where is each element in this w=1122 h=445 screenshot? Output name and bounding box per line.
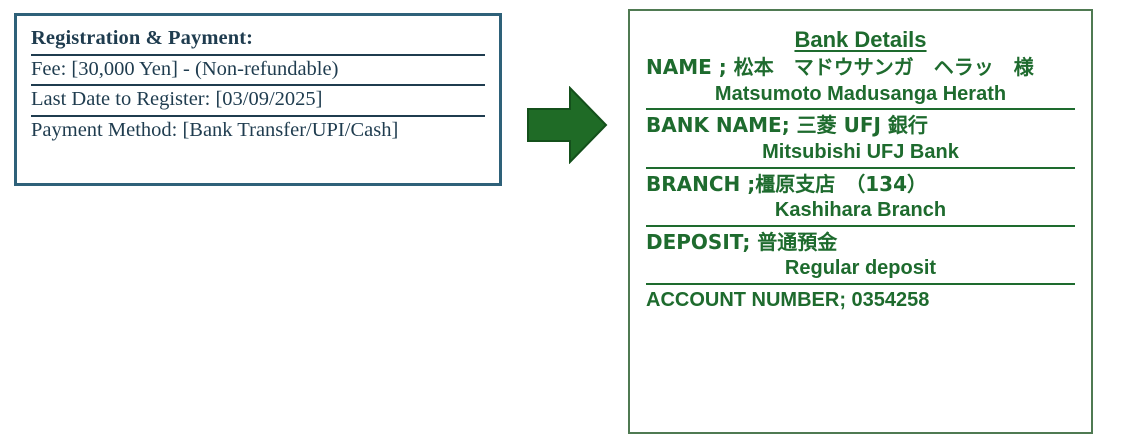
bank-row-branch-roman: Kashihara Branch [646,197,1075,227]
bank-details-panel: Bank Details NAME ; 松本 マドウサンガ ヘラッ 様 Mats… [628,9,1093,434]
bank-row-name-roman: Matsumoto Madusanga Herath [646,81,1075,111]
registration-row-fee: Fee: [30,000 Yen] - (Non-refundable) [31,56,485,86]
right-block-arrow-icon [526,86,608,164]
bank-row-bank-name-roman: Mitsubishi UFJ Bank [646,139,1075,169]
registration-row-payment-method-text: Payment Method: [Bank Transfer/UPI/Cash] [31,118,399,141]
bank-row-name-native: NAME ; 松本 マドウサンガ ヘラッ 様 [646,55,1034,80]
bank-row-deposit-native: DEPOSIT; 普通預金 [646,229,838,254]
registration-panel-heading: Registration & Payment: [31,25,485,56]
registration-row-last-date-text: Last Date to Register: [03/09/2025] [31,88,323,110]
registration-payment-panel: Registration & Payment: Fee: [30,000 Yen… [14,13,502,186]
bank-row-account-number: ACCOUNT NUMBER; 0354258 [646,289,930,312]
bank-row-deposit-roman: Regular deposit [646,255,1075,286]
bank-details-title: Bank Details [794,27,927,52]
bank-row-bank-name-native: BANK NAME; 三菱 UFJ 銀行 [646,113,928,138]
registration-row-fee-text: Fee: [30,000 Yen] - (Non-refundable) [31,57,339,80]
registration-row-last-date: Last Date to Register: [03/09/2025] [31,86,485,117]
registration-row-payment-method: Payment Method: [Bank Transfer/UPI/Cash] [31,117,485,146]
bank-row-branch-native: BRANCH ;橿原支店 （134） [646,171,927,196]
